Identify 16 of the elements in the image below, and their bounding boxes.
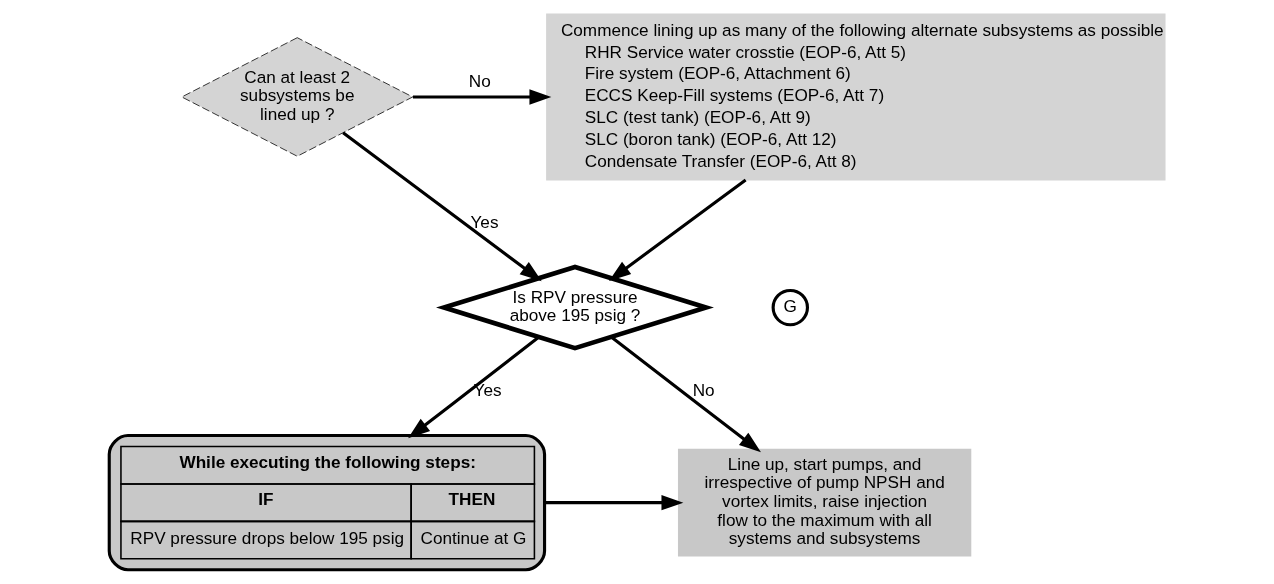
node-diamond: Can at least 2 subsystems be lined up ?	[181, 37, 414, 157]
node-diamond: Is RPV pressure above 195 psig ?	[436, 264, 714, 351]
arrow	[342, 131, 542, 282]
label: G	[783, 295, 797, 316]
edge-label: No	[468, 71, 491, 92]
arrow	[610, 335, 761, 453]
node-box: Commence lining up as many of the following alternate subsystems as possible RHR Service water crosstie (EOP-6, Att 5) Fire system (EOP-6, Attachment 6) ECCS Keep-Fill systems (EOP-6, Att 7) SLC (test tank) (EOP-6, Att 9) SLC (boron tank) (EOP-6, Att 12) Condensate Transfer (EOP-6, Att 8)	[546, 13, 1166, 181]
edge-label: No	[692, 380, 715, 401]
edge-label: Yes	[470, 211, 499, 232]
node-box: While executing the following steps: IF THEN RPV pressure drops below 195 psig Continue at G	[107, 434, 547, 572]
arrow	[608, 178, 747, 281]
arrow	[408, 335, 540, 439]
arrow	[413, 89, 552, 105]
node-box: Line up, start pumps, and irrespective of pump NPSH and vortex limits, raise injection flow to the maximum with all systems and subsystems	[677, 448, 972, 557]
edge-label: Yes	[473, 380, 502, 401]
arrow	[544, 494, 684, 511]
